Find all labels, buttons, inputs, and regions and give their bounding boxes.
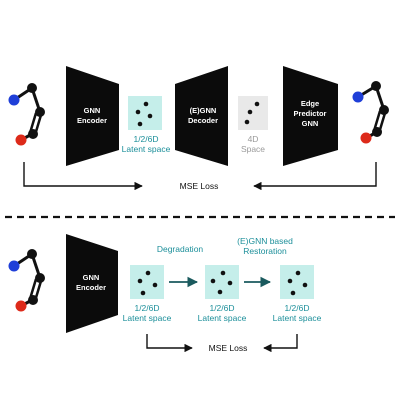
oxygen-atom — [360, 132, 372, 144]
latent-space-box-3 — [280, 265, 314, 299]
mse-loss-label-top: MSE Loss — [180, 181, 219, 191]
loss-arrow-right — [253, 162, 377, 191]
carbon-atom — [28, 129, 38, 139]
oxygen-atom — [15, 300, 27, 312]
oxygen-atom — [15, 134, 27, 146]
molecule-output-top — [352, 81, 389, 144]
nitrogen-atom — [8, 260, 20, 272]
carbon-atom — [27, 249, 37, 259]
molecule-input-top — [8, 83, 45, 146]
carbon-atom — [35, 107, 45, 117]
gnn-encoder-block — [66, 66, 119, 166]
carbon-atom — [27, 83, 37, 93]
carbon-atom — [379, 105, 389, 115]
edge-predictor-block — [283, 66, 338, 166]
loss-arrow-left — [23, 162, 143, 191]
carbon-atom — [371, 81, 381, 91]
4d-space-box — [238, 96, 268, 130]
carbon-atom — [372, 127, 382, 137]
egnn-decoder-block — [175, 66, 228, 166]
nitrogen-atom — [352, 91, 364, 103]
loss-arrow-right-bottom — [263, 334, 298, 353]
gnn-encoder-block-bottom — [66, 234, 118, 333]
carbon-atom — [28, 295, 38, 305]
degradation-label: Degradation — [157, 244, 204, 254]
molecule-input-bottom — [8, 249, 45, 312]
loss-arrow-left-bottom — [146, 334, 193, 353]
latent-space-box-2 — [205, 265, 239, 299]
latent-space-box-1 — [130, 265, 164, 299]
carbon-atom — [35, 273, 45, 283]
mse-loss-label-bottom: MSE Loss — [209, 343, 248, 353]
latent-space-box — [128, 96, 162, 130]
nitrogen-atom — [8, 94, 20, 106]
